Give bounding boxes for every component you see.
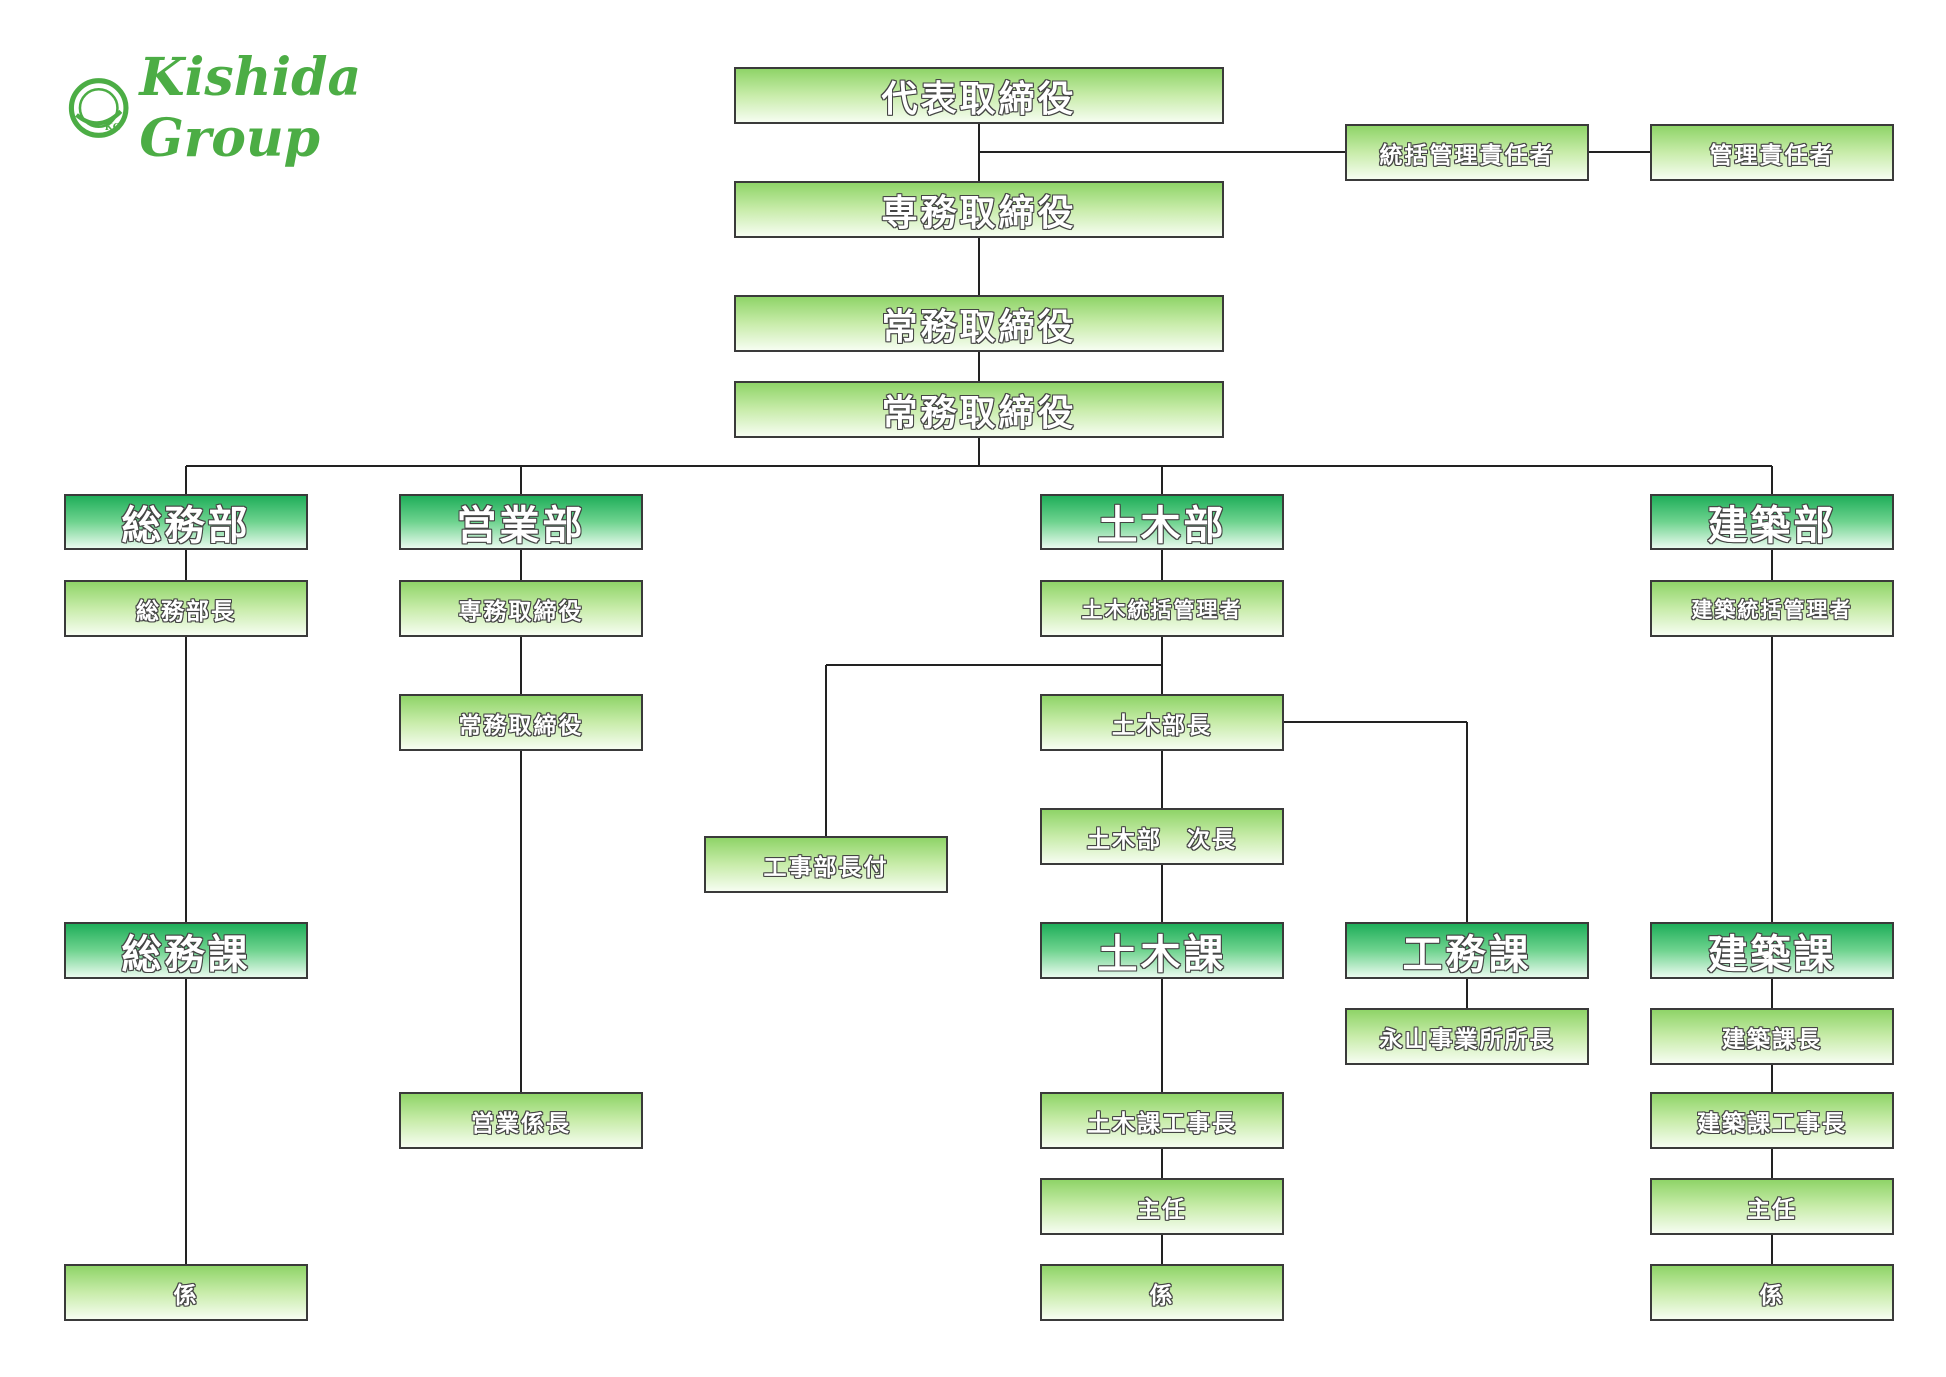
box-general-affairs-dept: 総務部 xyxy=(64,494,308,550)
box-general-affairs-head: 総務部長 xyxy=(64,580,308,637)
kg-emblem-icon: KG xyxy=(68,77,129,138)
box-civil-dept: 土木部 xyxy=(1040,494,1284,550)
box-architecture-dept: 建築部 xyxy=(1650,494,1894,550)
box-architecture-section: 建築課 xyxy=(1650,922,1894,979)
box-sales-dept: 営業部 xyxy=(399,494,643,550)
box-architecture-lead: 主任 xyxy=(1650,1178,1894,1235)
svg-text:KG: KG xyxy=(105,122,121,133)
box-architecture-supervisor: 建築統括管理者 xyxy=(1650,580,1894,637)
box-architecture-staff: 係 xyxy=(1650,1264,1894,1321)
box-sales-md: 常務取締役 xyxy=(399,694,643,751)
box-sales-senior-md: 専務取締役 xyxy=(399,580,643,637)
box-general-supervisor: 統括管理責任者 xyxy=(1345,124,1589,181)
box-civil-head: 土木部長 xyxy=(1040,694,1284,751)
box-civil-assistant: 工事部長付 xyxy=(704,836,948,893)
box-general-affairs-section: 総務課 xyxy=(64,922,308,979)
box-senior-managing-director: 専務取締役 xyxy=(734,181,1224,238)
box-civil-construction-chief: 土木課工事長 xyxy=(1040,1092,1284,1149)
box-nagayama-office-head: 永山事業所所長 xyxy=(1345,1008,1589,1065)
logo-wordmark: Kishida Group xyxy=(139,46,362,169)
box-civil-supervisor: 土木統括管理者 xyxy=(1040,580,1284,637)
box-managing-director-2: 常務取締役 xyxy=(734,381,1224,438)
box-civil-deputy: 土木部 次長 xyxy=(1040,808,1284,865)
box-works-section: 工務課 xyxy=(1345,922,1589,979)
box-sales-chief: 営業係長 xyxy=(399,1092,643,1149)
kishida-group-logo: KG Kishida Group xyxy=(68,47,498,169)
box-managing-director-1: 常務取締役 xyxy=(734,295,1224,352)
box-civil-section: 土木課 xyxy=(1040,922,1284,979)
box-civil-lead: 主任 xyxy=(1040,1178,1284,1235)
box-civil-staff: 係 xyxy=(1040,1264,1284,1321)
box-president: 代表取締役 xyxy=(734,67,1224,124)
box-general-affairs-staff: 係 xyxy=(64,1264,308,1321)
box-architecture-construction-chief: 建築課工事長 xyxy=(1650,1092,1894,1149)
box-architecture-section-head: 建築課長 xyxy=(1650,1008,1894,1065)
box-supervisor: 管理責任者 xyxy=(1650,124,1894,181)
